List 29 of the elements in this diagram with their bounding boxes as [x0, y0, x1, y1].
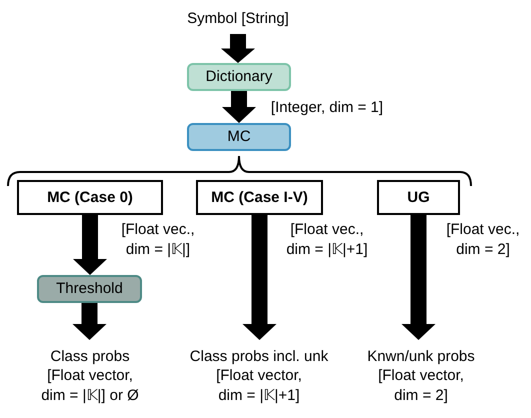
type-label: [Float vector, dim = 2]: [377, 366, 465, 406]
node-label: Class probs incl. unk: [190, 346, 328, 366]
type-label: [Float vector, dim = |𝕂|] or Ø: [40, 366, 140, 406]
block-arrow: [222, 91, 256, 123]
process-box: [187, 123, 291, 151]
type-label: [Float vector, dim = |𝕂|+1]: [215, 366, 303, 406]
node-label: Class probs: [50, 346, 130, 366]
node-label: Dictionary: [206, 67, 272, 87]
node-label: Threshold: [56, 279, 123, 299]
node-label: MC (Case 0): [47, 188, 133, 208]
block-arrow: [242, 215, 276, 340]
model-box: [377, 180, 460, 215]
block-arrow: [73, 215, 107, 275]
node-label: Symbol [String]: [187, 9, 289, 29]
edge-label: [Float vec., dim = 2]: [445, 220, 521, 259]
edge-label: [Float vec., dim = |𝕂|]: [120, 220, 196, 259]
node-label: UG: [407, 188, 430, 208]
block-arrow: [72, 303, 106, 340]
block-arrow: [221, 34, 255, 63]
node-label: MC (Case I-V): [211, 188, 308, 208]
edge-label: [Integer, dim = 1]: [270, 98, 384, 118]
node-label: Knwn/unk probs: [367, 346, 475, 366]
edge-label: [Float vec., dim = |𝕂|+1]: [285, 220, 369, 259]
model-box: [196, 180, 323, 215]
block-arrow: [402, 215, 436, 340]
process-box: [187, 63, 291, 91]
process-box: [37, 275, 142, 303]
node-label: MC: [227, 127, 251, 147]
model-box: [17, 180, 163, 215]
